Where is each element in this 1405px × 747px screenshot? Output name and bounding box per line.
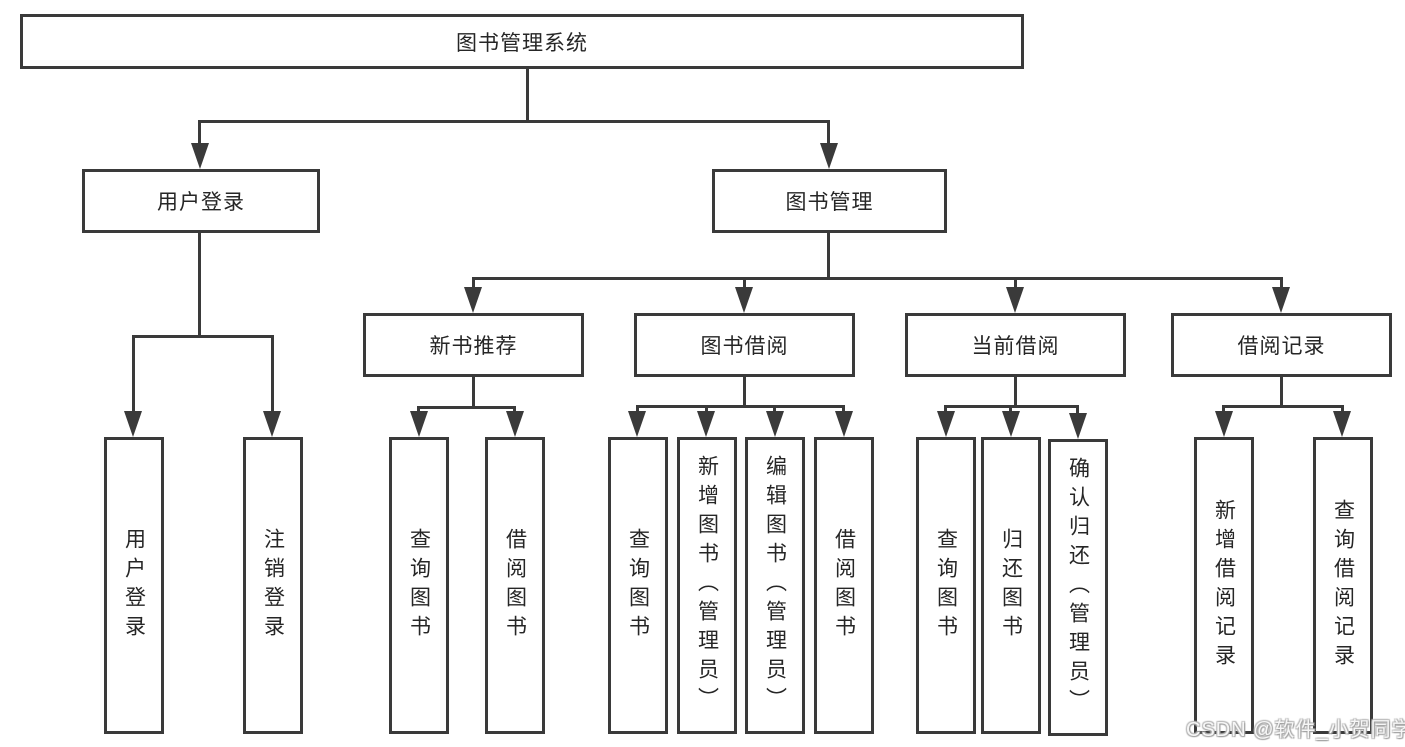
- leaf-bb-query-books: 查询图书: [608, 437, 668, 734]
- edge-stub: [827, 120, 830, 146]
- leaf-label: 查询借阅记录: [1331, 498, 1355, 673]
- edge-mgmt-hline: [472, 277, 1283, 280]
- edge-stub: [1280, 277, 1283, 291]
- arrow-down-icon: [1215, 411, 1233, 437]
- csdn-watermark: CSDN @软件_小贺同学: [1186, 719, 1405, 741]
- arrow-down-icon: [937, 411, 955, 437]
- leaf-label: 借阅图书: [832, 527, 856, 644]
- node-label: 当前借阅: [971, 335, 1060, 358]
- edge-bb-vline: [743, 377, 746, 407]
- leaf-nb-borrow-books: 借阅图书: [485, 437, 545, 734]
- leaf-label: 新增借阅记录: [1212, 498, 1236, 673]
- leaf-label: 借阅图书: [503, 527, 527, 644]
- edge-nb-hline: [417, 406, 515, 409]
- leaf-label: 注销登录: [261, 527, 285, 644]
- leaf-br-add-record: 新增借阅记录: [1194, 437, 1254, 734]
- arrow-down-icon: [766, 411, 784, 437]
- node-book-borrow: 图书借阅: [634, 313, 855, 377]
- leaf-label: 新增图书（管理员）: [695, 455, 719, 716]
- arrow-down-icon: [124, 411, 142, 437]
- node-user-login: 用户登录: [82, 169, 320, 233]
- arrow-down-icon: [735, 287, 753, 313]
- edge-stub: [1076, 405, 1079, 417]
- leaf-cb-confirm-return-admin: 确认归还（管理员）: [1048, 439, 1108, 736]
- node-label: 图书管理系统: [456, 31, 588, 55]
- node-label: 用户登录: [157, 191, 245, 214]
- node-label: 图书管理: [785, 191, 874, 214]
- edge-user-hline: [132, 335, 273, 338]
- node-current-borrow: 当前借阅: [905, 313, 1126, 377]
- edge-stub: [743, 277, 746, 291]
- leaf-label: 查询图书: [407, 527, 431, 644]
- arrow-down-icon: [835, 411, 853, 437]
- arrow-down-icon: [1002, 411, 1020, 437]
- edge-stub: [198, 120, 201, 146]
- edge-mgmt-vline: [827, 233, 830, 279]
- arrow-down-icon: [628, 411, 646, 437]
- edge-nb-vline: [472, 377, 475, 408]
- leaf-cb-return-books: 归还图书: [981, 437, 1041, 734]
- arrow-down-icon: [820, 143, 838, 169]
- arrow-down-icon: [1272, 287, 1290, 313]
- leaf-label: 编辑图书（管理员）: [763, 455, 787, 716]
- node-new-book-recommend: 新书推荐: [363, 313, 584, 377]
- arrow-down-icon: [697, 411, 715, 437]
- edge-root-vline: [526, 69, 529, 122]
- node-label: 借阅记录: [1237, 335, 1326, 358]
- node-label: 新书推荐: [429, 335, 518, 358]
- leaf-bb-add-book-admin: 新增图书（管理员）: [677, 437, 737, 734]
- arrow-down-icon: [1069, 413, 1087, 439]
- leaf-logout: 注销登录: [243, 437, 303, 734]
- arrow-down-icon: [1006, 287, 1024, 313]
- arrow-down-icon: [1333, 411, 1351, 437]
- node-label: 图书借阅: [700, 335, 789, 358]
- node-borrow-records: 借阅记录: [1171, 313, 1392, 377]
- leaf-label: 查询图书: [626, 527, 650, 644]
- arrow-down-icon: [191, 143, 209, 169]
- edge-user-vline: [198, 233, 201, 337]
- arrow-down-icon: [410, 411, 428, 437]
- leaf-label: 确认归还（管理员）: [1066, 457, 1090, 718]
- arrow-down-icon: [263, 411, 281, 437]
- node-library-system: 图书管理系统: [20, 14, 1024, 69]
- edge-br-vline: [1280, 377, 1283, 407]
- edge-bb-hline: [636, 405, 844, 408]
- edge-br-hline: [1222, 405, 1344, 408]
- leaf-user-login: 用户登录: [104, 437, 164, 734]
- leaf-br-query-record: 查询借阅记录: [1313, 437, 1373, 734]
- arrow-down-icon: [506, 411, 524, 437]
- leaf-cb-query-books: 查询图书: [916, 437, 976, 734]
- leaf-bb-borrow-books: 借阅图书: [814, 437, 874, 734]
- edge-stub: [132, 335, 135, 415]
- leaf-label: 查询图书: [934, 527, 958, 644]
- arrow-down-icon: [464, 287, 482, 313]
- edge-stub: [472, 277, 475, 291]
- leaf-label: 用户登录: [122, 527, 146, 644]
- leaf-nb-query-books: 查询图书: [389, 437, 449, 734]
- edge-stub: [1014, 277, 1017, 291]
- leaf-label: 归还图书: [999, 527, 1023, 644]
- edge-cb-vline: [1014, 377, 1017, 407]
- leaf-bb-edit-book-admin: 编辑图书（管理员）: [745, 437, 805, 734]
- edge-root-hline: [198, 120, 829, 123]
- edge-stub: [271, 335, 274, 415]
- node-book-management: 图书管理: [712, 169, 947, 233]
